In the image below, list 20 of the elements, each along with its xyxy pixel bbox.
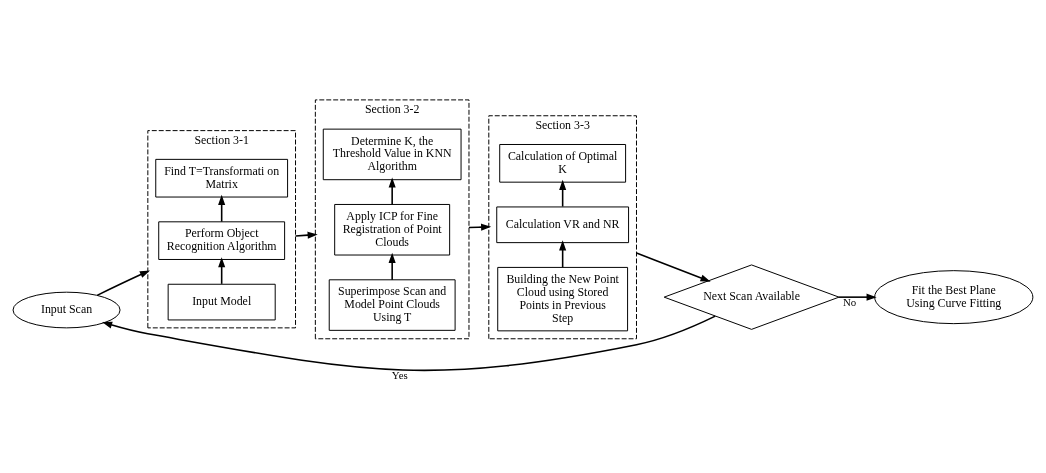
- node-box: Perform Object Recognition Algorithm: [158, 220, 286, 260]
- node-box: Superimpose Scan and Model Point Clouds Using T: [328, 278, 456, 331]
- arrow: [838, 293, 877, 301]
- arrow: [96, 269, 151, 296]
- node-box: Calculation of Optimal K: [499, 143, 627, 183]
- node-diamond: Next Scan Available: [663, 263, 840, 330]
- node-box: Building the New Point Cloud using Stored Points in Previous Step: [497, 266, 629, 331]
- arrow: [388, 252, 396, 281]
- node-box: Calculation VR and NR: [496, 205, 630, 243]
- node-box: Apply ICP for Fine Registration of Point Clouds: [334, 203, 451, 255]
- arrow: [388, 176, 396, 205]
- node-box: Find T=Transformati on Matrix: [155, 158, 289, 198]
- node-ellipse: Fit the Best Plane Using Curve Fitting: [874, 269, 1034, 324]
- edge-label: No: [842, 295, 857, 308]
- arrow: [294, 231, 318, 239]
- node-box: Determine K, the Threshold Value in KNN Algorithm: [322, 128, 462, 180]
- arrow: [102, 314, 717, 371]
- arrow: [635, 251, 711, 282]
- node-box: Input Model: [167, 283, 276, 320]
- edge-label: Yes: [391, 368, 408, 381]
